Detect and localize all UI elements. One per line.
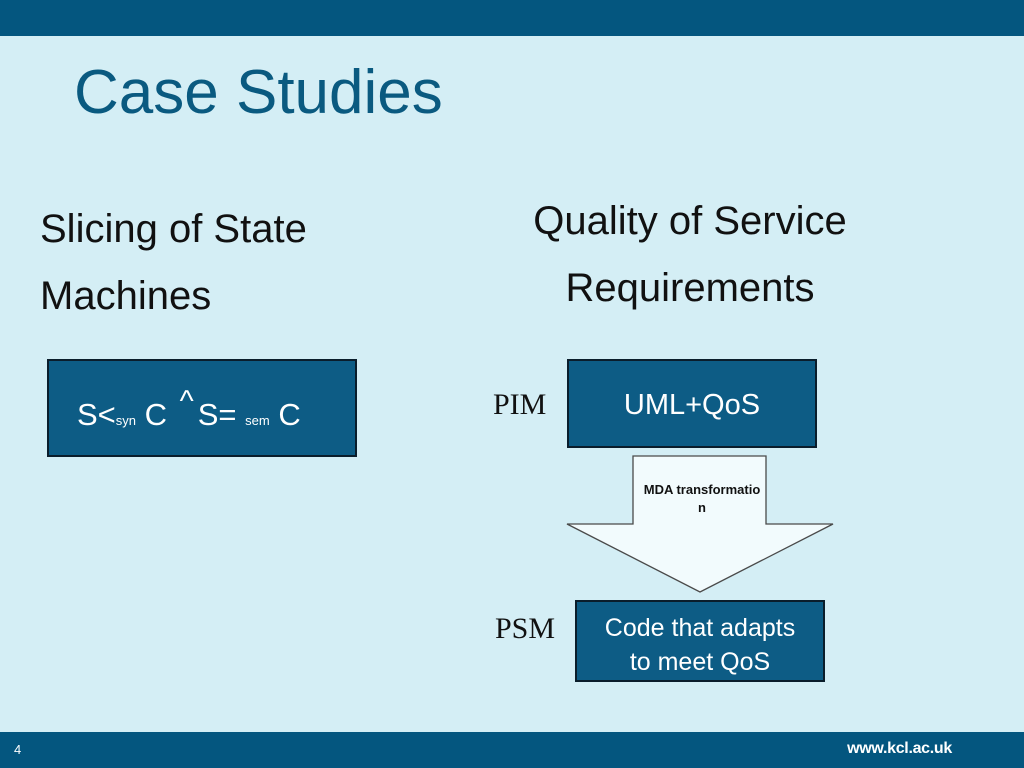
top-bar: [0, 0, 1024, 36]
formula-box: S<syn C ^S= sem C: [47, 359, 357, 457]
formula-sub-sem: sem: [245, 413, 270, 428]
bottom-bar: 4 www.kcl.ac.uk: [0, 732, 1024, 768]
formula-part2: C: [144, 397, 168, 432]
code-box-line2: to meet QoS: [629, 648, 771, 676]
down-block-arrow-icon: [566, 455, 834, 593]
page-number: 4: [14, 742, 22, 757]
psm-label: PSM: [495, 612, 556, 645]
right-heading: Quality of Service Requirements: [480, 188, 900, 322]
slide-title: Case Studies: [74, 58, 443, 127]
formula-part1: S<: [77, 397, 116, 432]
code-adapts-box: Code that adapts to meet QoS: [575, 600, 825, 682]
code-box-line1: Code that adapts: [604, 614, 796, 642]
left-heading-line1: Slicing of State: [40, 207, 307, 251]
formula: S<syn C ^S= sem C: [77, 385, 301, 433]
left-heading-line2: Machines: [40, 274, 212, 318]
formula-sub-syn: syn: [115, 413, 137, 428]
formula-caret: ^: [179, 385, 194, 418]
formula-part4: C: [278, 397, 301, 432]
formula-part3: S=: [197, 397, 237, 432]
pim-label: PIM: [493, 388, 547, 421]
uml-qos-label: UML+QoS: [623, 389, 761, 421]
site-url[interactable]: www.kcl.ac.uk: [847, 740, 952, 757]
mda-transformation-label: MDA transformation: [643, 482, 761, 515]
left-heading: Slicing of State Machines: [40, 196, 370, 330]
right-heading-line1: Quality of Service: [533, 199, 847, 243]
uml-qos-box: UML+QoS: [567, 359, 817, 448]
right-heading-line2: Requirements: [565, 266, 815, 310]
